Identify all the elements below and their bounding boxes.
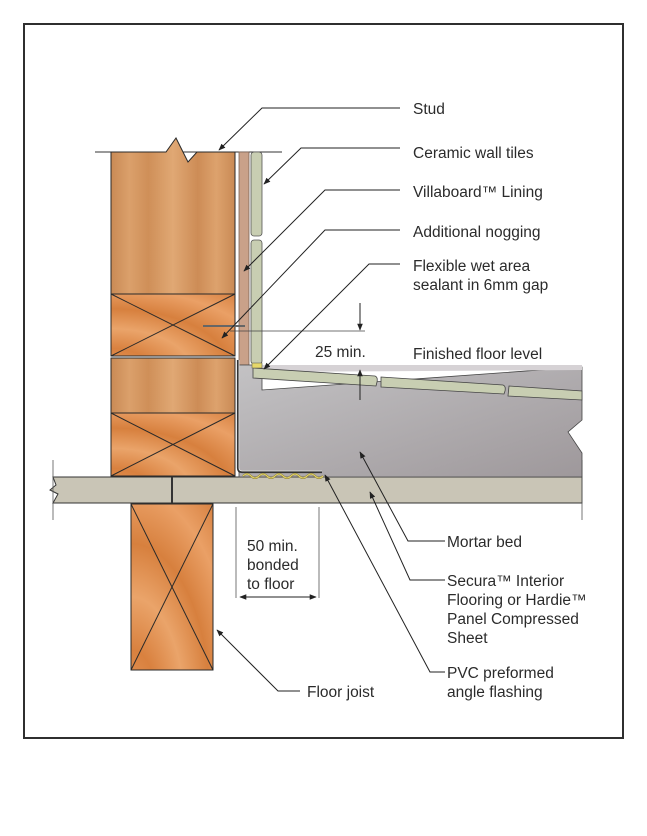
callout-pvc-flashing: PVC preformed angle flashing	[324, 474, 554, 701]
callout-additional-nogging: Additional nogging	[221, 224, 541, 339]
sealant-bead	[251, 362, 263, 369]
label-additional-nogging: Additional nogging	[413, 224, 541, 241]
villaboard-lining	[238, 151, 250, 366]
label-ceramic-wall-tiles: Ceramic wall tiles	[413, 145, 534, 162]
label-finished-floor-level: Finished floor level	[413, 346, 542, 363]
label-flashing-line2: angle flashing	[447, 684, 543, 701]
label-stud: Stud	[413, 101, 445, 118]
callout-ceramic-wall-tiles: Ceramic wall tiles	[263, 145, 534, 185]
bottom-plate	[110, 412, 236, 477]
callout-flooring-sheet: Secura™ Interior Flooring or Hardie™ Pan…	[369, 491, 587, 647]
stud	[110, 137, 236, 295]
bond-dimension-line3: to floor	[247, 576, 294, 593]
label-flooring-line3: Panel Compressed	[447, 611, 579, 628]
wall-tile	[250, 151, 263, 237]
floor-joist	[130, 503, 214, 671]
bond-dimension-line2: bonded	[247, 557, 299, 574]
pvc-angle-flashing	[236, 360, 322, 474]
upturn-dimension-text: 25 min.	[315, 344, 366, 361]
label-flooring-line1: Secura™ Interior	[447, 573, 564, 590]
tile-bed-edge	[262, 365, 582, 372]
label-floor-joist: Floor joist	[307, 684, 375, 701]
callout-sealant: Flexible wet area sealant in 6mm gap	[263, 258, 548, 370]
floor-tile	[380, 376, 506, 395]
callout-floor-joist: Floor joist	[216, 629, 375, 701]
floor-tile	[252, 367, 378, 387]
label-sealant-line1: Flexible wet area	[413, 258, 531, 275]
label-flooring-line2: Flooring or Hardie™	[447, 592, 587, 609]
bond-dimension: 50 min. bonded to floor	[235, 507, 320, 600]
floor-tile	[507, 385, 583, 401]
label-flooring-line4: Sheet	[447, 630, 488, 647]
label-villaboard-lining: Villaboard™ Lining	[413, 184, 543, 201]
bond-dimension-line1: 50 min.	[247, 538, 298, 555]
label-flashing-line1: PVC preformed	[447, 665, 554, 682]
label-sealant-line2: sealant in 6mm gap	[413, 277, 548, 294]
upturn-dimension: 25 min.	[230, 303, 366, 400]
floor-sheet	[49, 460, 583, 520]
callout-villaboard: Villaboard™ Lining	[243, 184, 543, 272]
label-mortar-bed: Mortar bed	[447, 534, 522, 551]
callout-stud: Stud	[218, 101, 445, 151]
stud-section	[110, 357, 236, 414]
callout-mortar-bed: Mortar bed	[359, 451, 522, 551]
